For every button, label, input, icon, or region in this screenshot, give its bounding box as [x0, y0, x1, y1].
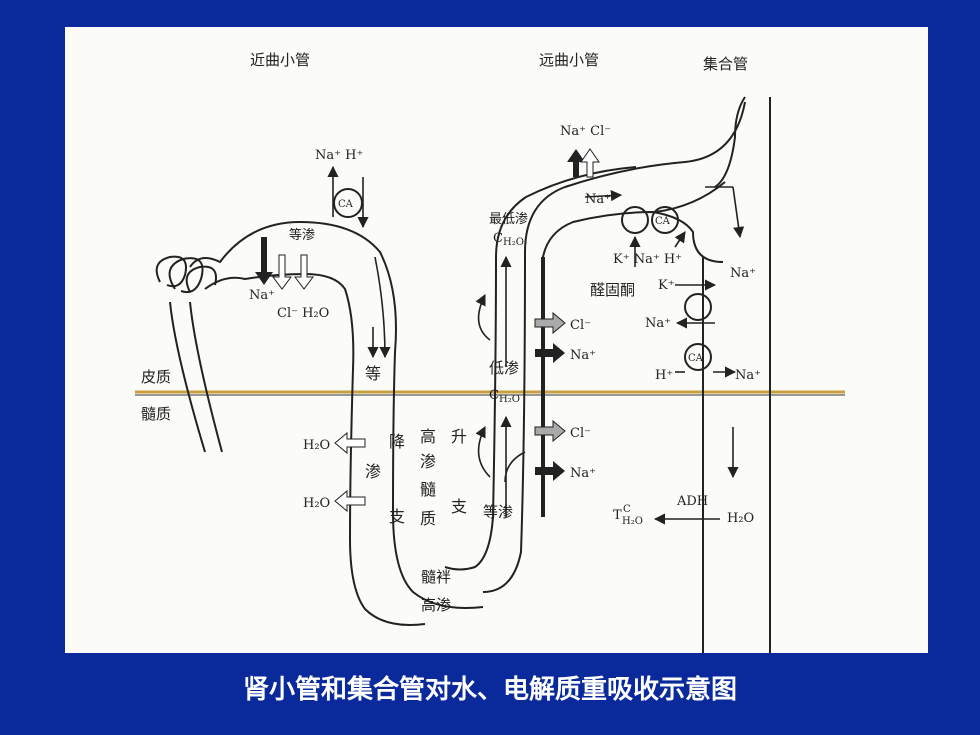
medulla-osm-label: 渗 — [420, 452, 436, 471]
tch2o-sub: H₂O — [622, 516, 643, 527]
bottom-isoosmotic-label: 等渗 — [483, 503, 513, 521]
glomerulus — [155, 255, 223, 453]
pt-ions-label: Na⁺ H⁺ — [315, 148, 363, 163]
na-plus-label: Na⁺ — [570, 348, 596, 363]
descending-label: 等 — [365, 364, 381, 383]
k-plus-label: K⁺ — [658, 278, 675, 293]
transport-circle — [684, 293, 712, 321]
h2o-label: H₂O — [727, 511, 754, 526]
collecting-duct-label: 集合管 — [703, 55, 748, 73]
nephron-diagram: 近曲小管 远曲小管 集合管 Na⁺ Cl⁻ Na⁺ H⁺ CA 等渗 Na⁺ C… — [135, 51, 845, 653]
tch2o-sup: C — [623, 504, 631, 515]
ca-label: CA — [655, 216, 671, 227]
aldosterone-label: 醛固酮 — [590, 281, 635, 299]
na-plus-label: Na⁺ — [570, 466, 596, 481]
ascending-label: 升 — [451, 427, 467, 446]
descending-label: 渗 — [365, 462, 381, 481]
transport-arrows — [255, 148, 600, 513]
transport-circle — [621, 206, 649, 234]
ch2o-label: C — [489, 388, 499, 403]
ch2o-label: C — [493, 231, 503, 246]
distal-tubule-label: 远曲小管 — [539, 51, 599, 69]
descending-label: 降 — [389, 432, 405, 451]
flow-arrows — [327, 165, 745, 525]
proximal-tubule-label: 近曲小管 — [250, 51, 310, 69]
medulla-osm-label: 质 — [420, 509, 436, 528]
tch2o-label: T — [613, 508, 622, 523]
na-plus-label: Na⁺ — [735, 368, 761, 383]
figure-caption: 肾小管和集合管对水、电解质重吸收示意图 — [242, 675, 737, 705]
loop-label: 髓袢 — [421, 568, 451, 586]
medulla-osm-label: 高 — [420, 427, 436, 446]
ch2o-sub: H₂O — [499, 394, 520, 405]
k-na-h-label: K⁺ Na⁺ H⁺ — [613, 252, 682, 267]
min-osm-label: 最低渗 — [489, 212, 528, 227]
cortex-label: 皮质 — [141, 368, 171, 386]
ca-circle — [333, 188, 363, 218]
pt-cl-h2o-label: Cl⁻ H₂O — [277, 306, 329, 321]
na-plus-label: Na⁺ — [730, 266, 756, 281]
h2o-label: H₂O — [303, 496, 330, 511]
diagram-panel: 近曲小管 远曲小管 集合管 Na⁺ Cl⁻ Na⁺ H⁺ CA 等渗 Na⁺ C… — [65, 27, 928, 653]
top-ions-label: Na⁺ Cl⁻ — [560, 124, 611, 139]
medulla-osm-label: 髓 — [420, 480, 436, 499]
h2o-label: H₂O — [303, 438, 330, 453]
ca-label: CA — [338, 199, 354, 210]
loop-label: 高渗 — [421, 596, 451, 614]
cl-minus-label: Cl⁻ — [570, 426, 591, 441]
ca-label: CA — [688, 353, 704, 364]
ascending-label: 支 — [451, 497, 467, 516]
pt-na-label: Na⁺ — [249, 288, 275, 303]
dct-na-label: Na⁺ — [585, 192, 611, 207]
medulla-label: 髓质 — [141, 405, 171, 423]
ch2o-sub: H₂O — [503, 237, 524, 248]
na-plus-label: Na⁺ — [645, 316, 671, 331]
proximal-tubule — [189, 220, 484, 626]
hypoosmotic-label: 低渗 — [489, 359, 519, 377]
cl-minus-label: Cl⁻ — [570, 318, 591, 333]
descending-label: 支 — [389, 507, 405, 526]
isoosmotic-label: 等渗 — [289, 227, 315, 243]
ca-circle — [684, 343, 712, 371]
adh-label: ADH — [676, 494, 708, 509]
ca-circle — [651, 206, 679, 234]
h-plus-label: H⁺ — [655, 368, 673, 383]
